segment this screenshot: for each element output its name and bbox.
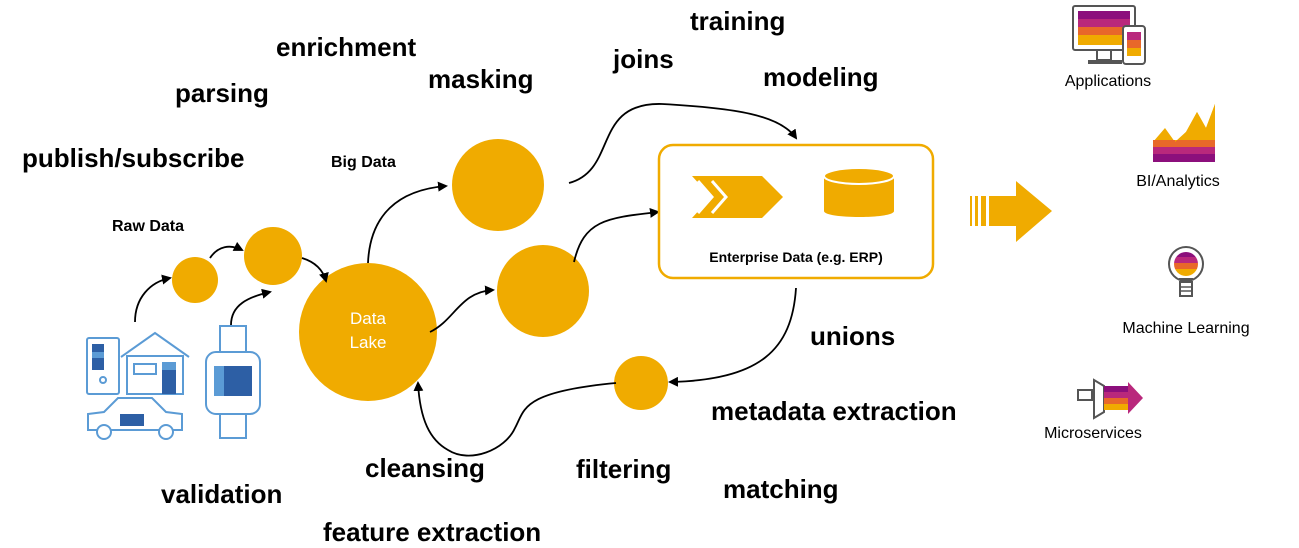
- label-joins: joins: [612, 44, 674, 74]
- label-metadata-extraction: metadata extraction: [711, 396, 957, 426]
- flow-arrows: [134, 103, 798, 457]
- label-feature-extraction: feature extraction: [323, 517, 541, 547]
- monitor-phone-icon: [1072, 5, 1146, 65]
- label-validation: validation: [161, 479, 282, 509]
- label-training: training: [690, 6, 785, 36]
- label-matching: matching: [723, 474, 839, 504]
- data-lake-node: [299, 263, 437, 401]
- data-lake-label-line1: Data: [350, 309, 386, 328]
- processed-data-node: [497, 245, 589, 337]
- label-publish-subscribe: publish/subscribe: [22, 143, 245, 173]
- consumer-machine-learning-label: Machine Learning: [1122, 320, 1249, 337]
- raw-data-node: [244, 227, 302, 285]
- car-icon: [87, 397, 183, 440]
- microservice-icon: [1077, 378, 1143, 420]
- label-cleansing: cleansing: [365, 453, 485, 483]
- label-raw-data: Raw Data: [112, 218, 184, 235]
- area-chart-icon: [1153, 104, 1215, 162]
- house-icon: [120, 331, 190, 395]
- data-lake-label-line2: Lake: [350, 333, 387, 352]
- label-modeling: modeling: [763, 62, 879, 92]
- label-big-data: Big Data: [331, 154, 396, 171]
- smartwatch-icon: [205, 325, 261, 439]
- raw-data-node-small: [172, 257, 218, 303]
- label-filtering: filtering: [576, 454, 671, 484]
- lightbulb-icon: [1168, 246, 1204, 297]
- database-icon: [823, 167, 895, 217]
- label-unions: unions: [810, 321, 895, 351]
- big-data-node: [452, 139, 544, 231]
- consumer-bi-analytics-label: BI/Analytics: [1136, 173, 1220, 190]
- label-masking: masking: [428, 64, 534, 94]
- devices-icon: [86, 337, 120, 395]
- consumer-microservices-label: Microservices: [1044, 425, 1142, 442]
- filtered-data-node: [614, 356, 668, 410]
- enterprise-data-label: Enterprise Data (e.g. ERP): [709, 249, 883, 265]
- chevron-arrow-icon: [692, 176, 783, 218]
- arrow-right-icon: [970, 181, 1052, 242]
- label-parsing: parsing: [175, 78, 269, 108]
- consumer-applications-label: Applications: [1065, 73, 1151, 90]
- label-enrichment: enrichment: [276, 32, 416, 62]
